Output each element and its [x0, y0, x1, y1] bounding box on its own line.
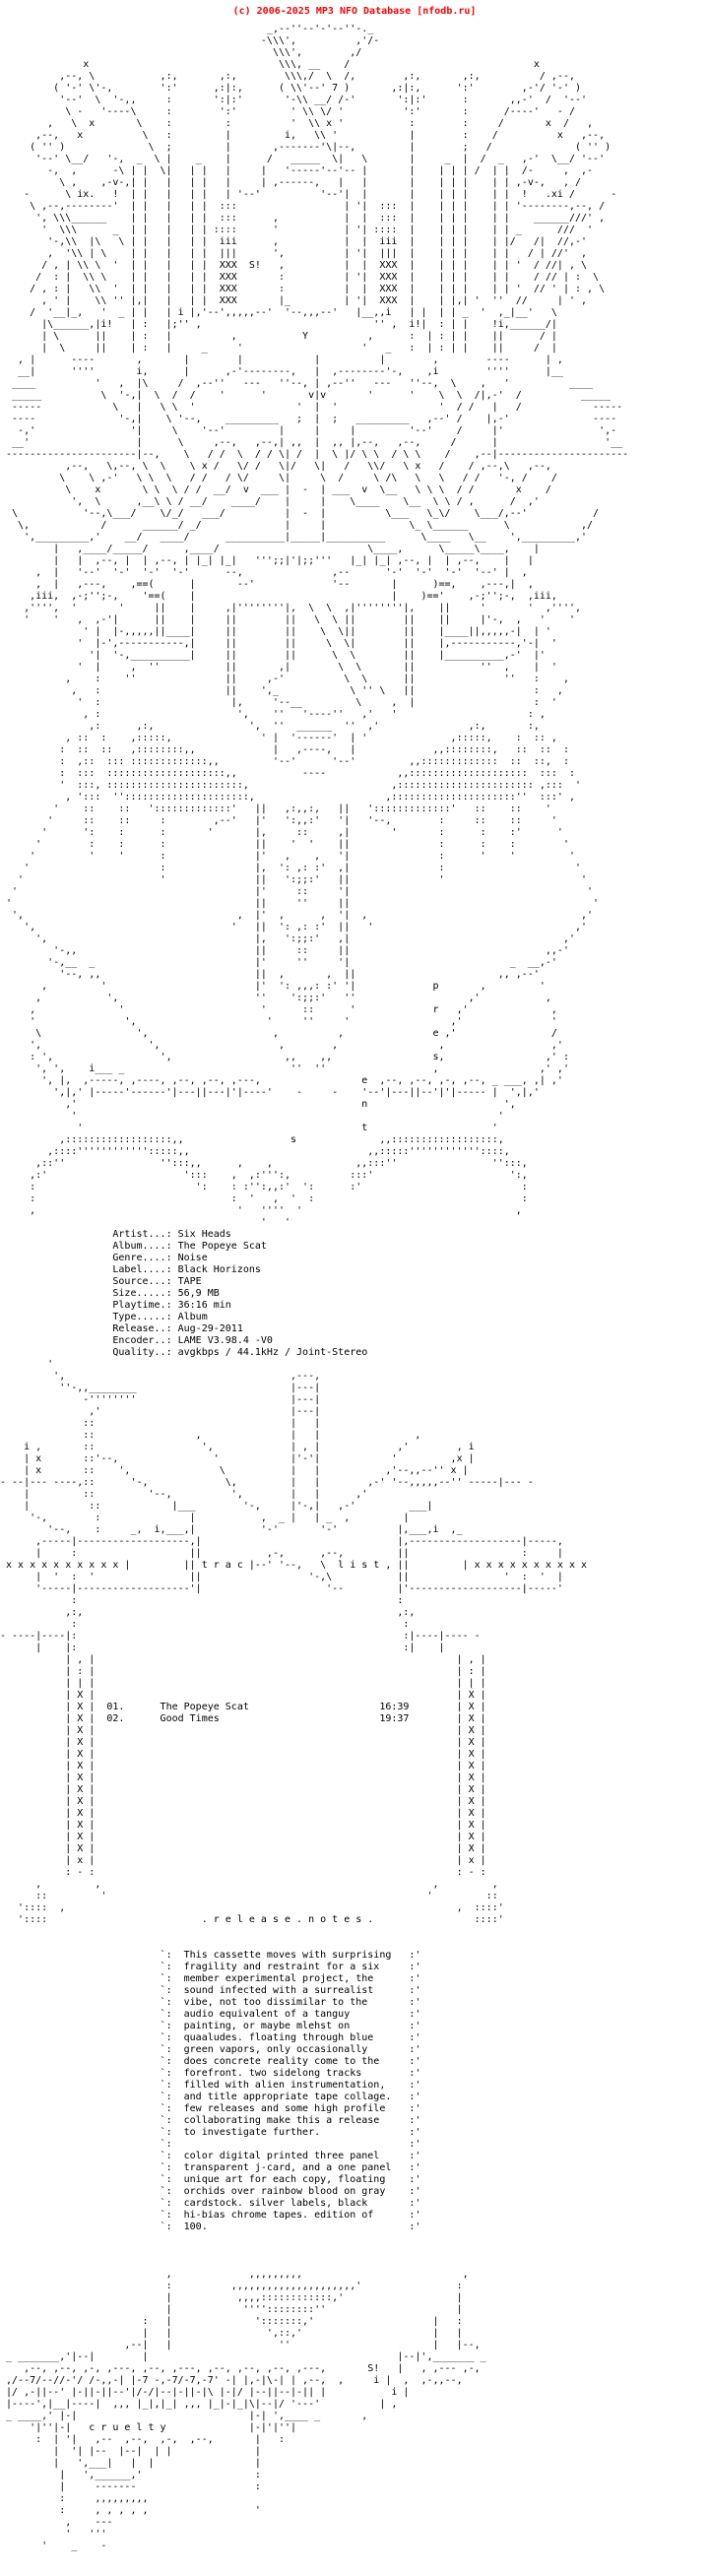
tracklist-block: | , | | , | | : | | : | | | | [18, 1654, 504, 1913]
ascii-art-bottom-logo: , ,,,,,,,,, , : ,,,,,,,,,,,,,,,,,,,,,' :… [6, 2269, 486, 2551]
ascii-art-tracklist-divider: ' ', ,---, ''-,,________ |---| -''''''''… [0, 1359, 588, 1653]
release-info-block: Artist...: Six Heads Album....: The Pope… [112, 1229, 368, 1358]
nfodb-copyright-header: (c) 2006-2025 MP3 NFO Database [nfodb.ru… [232, 6, 477, 17]
ascii-art-top-mask: _,--''--'-'--''-._ -\\\', ,'/- \\\', ,/ … [6, 24, 629, 1228]
release-notes-block: ':::: . r e l e a s e . n o t e s . ::::… [18, 1914, 504, 2232]
